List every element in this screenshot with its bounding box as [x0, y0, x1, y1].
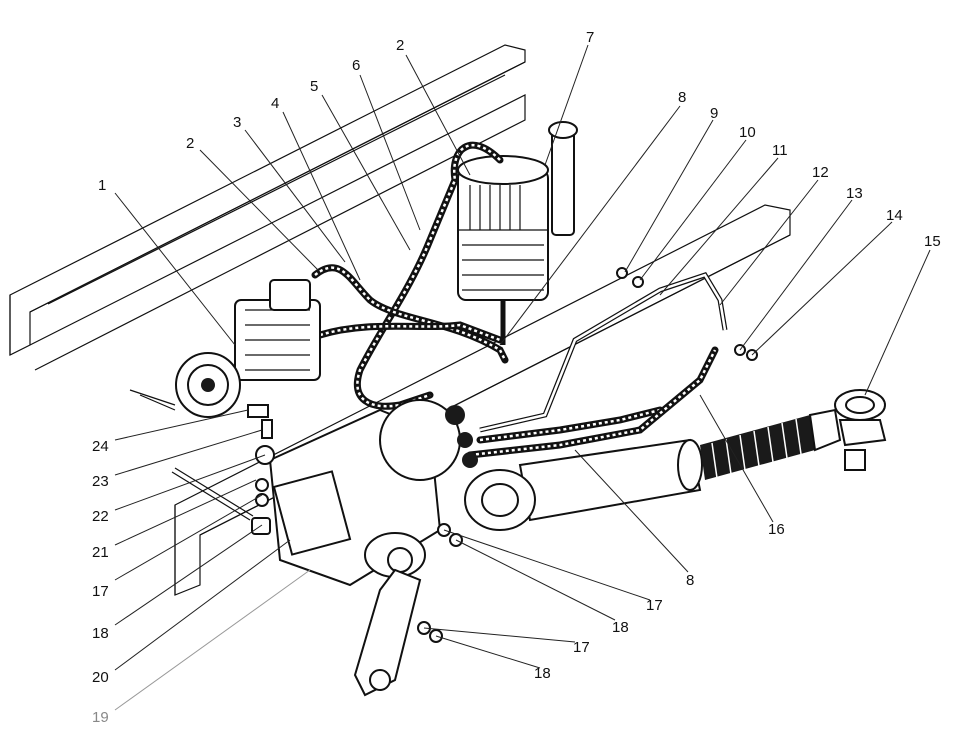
leader-lines	[114, 44, 931, 711]
callout-17-mid: 17	[573, 639, 590, 656]
callout-16: 16	[768, 521, 785, 538]
metal-pipes	[479, 271, 728, 433]
callout-1: 1	[98, 177, 106, 194]
bellows-and-tie-rod	[700, 389, 887, 480]
callout-8-top: 8	[678, 89, 686, 106]
hoses	[311, 141, 719, 459]
callout-labels: 1 2 2 3 4 5 6 7 8 8 9 10 11 12 13 14 15 …	[92, 29, 941, 726]
callout-19: 19	[92, 709, 109, 726]
callout-4: 4	[271, 95, 279, 112]
callout-22: 22	[92, 508, 109, 525]
callout-20: 20	[92, 669, 109, 686]
callout-5: 5	[310, 78, 318, 95]
steering-gear-box	[268, 399, 478, 697]
power-cylinder	[464, 438, 703, 531]
callout-2-top: 2	[396, 37, 404, 54]
callout-9: 9	[710, 105, 718, 122]
callout-18-left: 18	[92, 625, 109, 642]
callout-7: 7	[586, 29, 594, 46]
callout-13: 13	[846, 185, 863, 202]
oil-reservoir	[457, 121, 578, 345]
frame-rail-left	[9, 44, 526, 371]
callout-14: 14	[886, 207, 903, 224]
callout-15: 15	[924, 233, 941, 250]
callout-6: 6	[352, 57, 360, 74]
callout-8-bottom: 8	[686, 572, 694, 589]
callout-3: 3	[233, 114, 241, 131]
callout-18-right: 18	[612, 619, 629, 636]
callout-23: 23	[92, 473, 109, 490]
callout-17-right: 17	[646, 597, 663, 614]
callout-10: 10	[739, 124, 756, 141]
callout-24: 24	[92, 438, 109, 455]
steering-pump	[129, 279, 321, 418]
callout-12: 12	[812, 164, 829, 181]
callout-2-left: 2	[186, 135, 194, 152]
callout-18-mid: 18	[534, 665, 551, 682]
callout-11: 11	[772, 142, 788, 159]
callout-17-left: 17	[92, 583, 109, 600]
callout-21: 21	[92, 544, 109, 561]
